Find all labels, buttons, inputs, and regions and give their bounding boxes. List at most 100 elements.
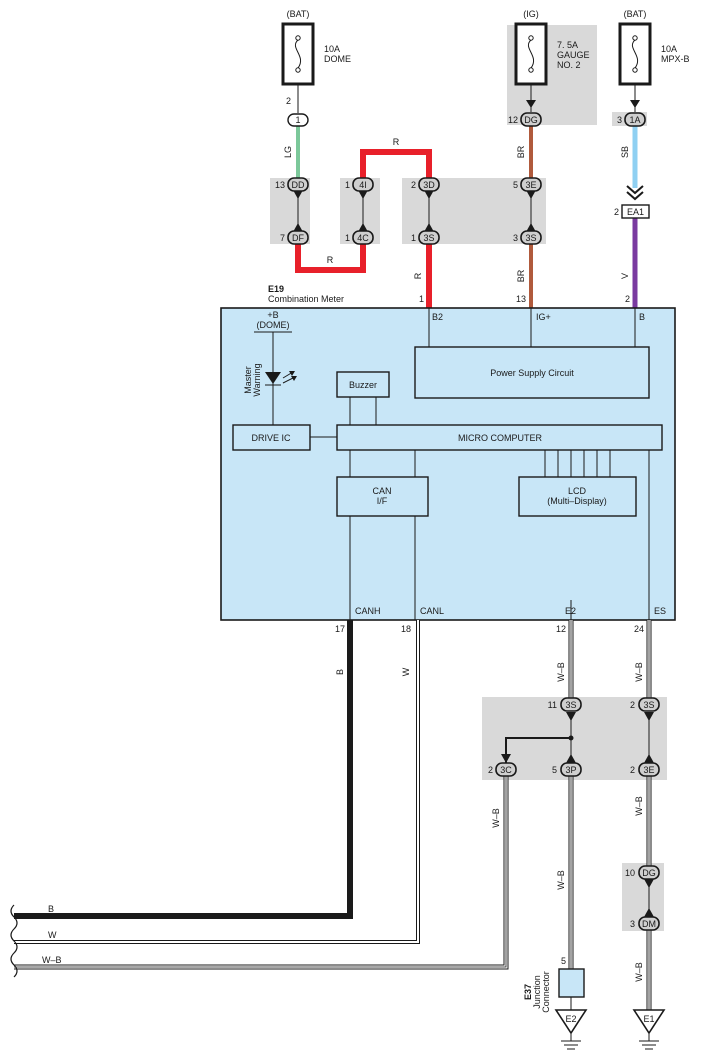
connector-dm-label: DM: [642, 919, 656, 929]
connector-ea1: [621, 204, 650, 219]
buzzer-label: Buzzer: [349, 380, 377, 390]
wire-r-bottom-label: R: [327, 255, 334, 265]
e37-pin: 5: [561, 956, 566, 966]
can-label-1: CAN: [372, 486, 391, 496]
terminal-canh: CANH: [355, 606, 381, 616]
wire-w: [14, 620, 420, 944]
e37-code: E37: [523, 984, 533, 1000]
terminal-canl: CANL: [420, 606, 444, 616]
connector-3s-a-pin: 1: [411, 233, 416, 243]
connector-dd: [287, 177, 309, 192]
ground-e1-icon: [632, 1009, 666, 1050]
junction-internal: [501, 712, 654, 917]
wire-r-loop: [295, 244, 366, 273]
gauge-fuse-rating: 7. 5A: [557, 40, 578, 50]
mpx-fuse-rating: 10A: [661, 44, 677, 54]
connector-3s-b-label: 3S: [525, 233, 536, 243]
wire-break-mark: [10, 904, 18, 978]
buzzer: [336, 371, 390, 398]
connector-dg: [520, 112, 542, 127]
micro-computer: [336, 424, 663, 451]
gauge-fuse-name2: NO. 2: [557, 60, 581, 70]
connector-4i-pin: 1: [345, 180, 350, 190]
junction-connector-e37: [558, 968, 585, 998]
connector-dd-label: DD: [292, 180, 305, 190]
lcd-label-2: (Multi–Display): [547, 496, 607, 506]
connector-3c: [495, 762, 517, 777]
connector-dg-pin: 12: [508, 115, 518, 125]
wire-b-vert-label: B: [335, 669, 345, 675]
connector-3e-a: [520, 177, 542, 192]
wire-wb-dm-label: W–B: [634, 962, 644, 982]
wire-lg-label: LG: [283, 146, 293, 158]
connector-3s-d: [638, 697, 660, 712]
wire-sb-label: SB: [620, 146, 630, 158]
dome-fuse-name: DOME: [324, 54, 351, 64]
connector-dd-pin: 13: [275, 180, 285, 190]
connector-3s-b: [520, 230, 542, 245]
wire-wb-bottom-label: W–B: [42, 955, 62, 965]
led-light-arrows-icon: [282, 371, 297, 384]
connector-dg-2-label: DG: [642, 868, 656, 878]
power-supply-circuit: [414, 346, 650, 399]
connector-3e-b-label: 3E: [643, 765, 654, 775]
meter-code: E19: [268, 284, 284, 294]
e37-name2: Connector: [541, 971, 551, 1013]
connector-dg-2-pin: 10: [625, 868, 635, 878]
connector-3s-d-label: 3S: [643, 700, 654, 710]
dome-fuse: [281, 22, 315, 86]
connector-dg-label: DG: [524, 115, 538, 125]
connector-4c-label: 4C: [357, 233, 369, 243]
gauge-fuse-name: GAUGE: [557, 50, 590, 60]
wire-br1-label: BR: [516, 145, 526, 158]
terminal-b2: B2: [432, 312, 443, 322]
mating-arrows: [293, 190, 536, 232]
wire-wb-3e-label: W–B: [634, 796, 644, 816]
connector-df-pin: 7: [280, 233, 285, 243]
wire-r-top-label: R: [393, 137, 400, 147]
connector-3s-a-label: 3S: [423, 233, 434, 243]
dome-fuse-rating: 10A: [324, 44, 340, 54]
connector-3s-c: [560, 697, 582, 712]
meter-name: Combination Meter: [268, 294, 344, 304]
wire-b-bottom-label: B: [48, 904, 54, 914]
connector-3s-a: [418, 230, 440, 245]
micro-computer-label: MICRO COMPUTER: [458, 433, 542, 443]
dome-fuse-source: (BAT): [287, 9, 310, 19]
ground-e1-label: E1: [643, 1014, 654, 1024]
meter-b-pin: 2: [625, 294, 630, 304]
connector-ea1-pin: 2: [614, 207, 619, 217]
es-pin: 24: [634, 624, 644, 634]
wire-wb-es-label: W–B: [634, 662, 644, 682]
connector-dome-pin: 2: [286, 96, 291, 106]
wire-wb-3c-label: W–B: [491, 808, 501, 828]
connector-3e-b: [638, 762, 660, 777]
e2-pin: 12: [556, 624, 566, 634]
connector-dg-2: [638, 865, 660, 880]
connector-3d-label: 3D: [423, 180, 435, 190]
e37-name1: Junction: [532, 975, 542, 1009]
terminal-ig: IG+: [536, 312, 551, 322]
connector-dm-pin: 3: [630, 919, 635, 929]
power-supply-label: Power Supply Circuit: [490, 368, 574, 378]
connector-1a: [624, 112, 646, 127]
connector-dome-label: 1: [295, 115, 300, 125]
gauge-fuse-source: (IG): [523, 9, 539, 19]
wire-w-vert-label: W: [401, 667, 411, 676]
wire-wb-3p-label: W–B: [556, 870, 566, 890]
mpx-fuse: [618, 22, 652, 86]
warning-label: Warning: [252, 363, 262, 396]
connector-df: [287, 230, 309, 245]
connector-3p: [560, 762, 582, 777]
connector-4c-pin: 1: [345, 233, 350, 243]
connector-3s-d-pin: 2: [630, 700, 635, 710]
wire-r-meter-label: R: [413, 272, 423, 279]
lcd-label-1: LCD: [568, 486, 587, 496]
meter-b2-pin: 1: [419, 294, 424, 304]
terminal-es: ES: [654, 606, 666, 616]
connector-3s-c-pin: 11: [548, 700, 557, 710]
connector-3s-c-label: 3S: [565, 700, 576, 710]
connector-4c: [352, 230, 374, 245]
connector-1a-label: 1A: [629, 115, 640, 125]
